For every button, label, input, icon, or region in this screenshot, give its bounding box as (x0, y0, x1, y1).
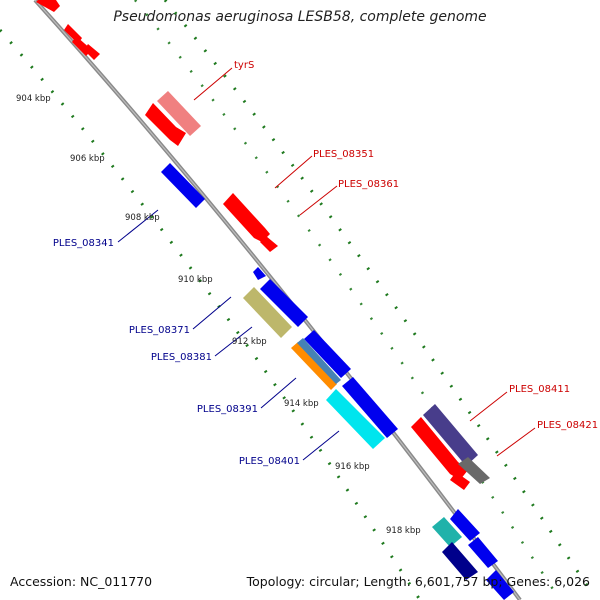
label-PLES_08371[interactable]: PLES_08371 (129, 325, 190, 336)
label-PLES_08351[interactable]: PLES_08351 (313, 149, 374, 160)
gene-red-near-tyrS[interactable] (145, 103, 186, 146)
gene-red-small[interactable] (450, 472, 470, 490)
map-title: Pseudomonas aeruginosa LESB58, complete … (113, 9, 487, 25)
tick-912: 912 kbp (232, 337, 267, 347)
label-PLES_08401[interactable]: PLES_08401 (239, 456, 300, 467)
gene-PLES_08371[interactable] (243, 287, 292, 338)
tick-916: 916 kbp (335, 462, 370, 472)
gene-labels: tyrS PLES_08351 PLES_08361 PLES_08411 PL… (53, 60, 598, 467)
outer-tick-ring (163, 0, 592, 591)
gene-navy[interactable] (442, 542, 478, 580)
mid-tick-ring (134, 0, 562, 600)
label-leader-lines (117, 67, 536, 461)
gene-PLES_08401[interactable] (326, 389, 385, 449)
topology-text: Topology: circular; Length: 6,601,757 bp… (246, 574, 590, 589)
label-PLES_08391[interactable]: PLES_08391 (197, 404, 258, 415)
tick-914: 914 kbp (284, 399, 319, 409)
reverse-genes (161, 163, 514, 600)
gene-PLES_08391[interactable] (297, 338, 341, 384)
gene-top-red-1[interactable] (36, 0, 60, 12)
gene-PLES_08341[interactable] (161, 163, 205, 208)
accession-text: Accession: NC_011770 (10, 574, 153, 589)
gene-PLES_08351[interactable] (223, 193, 270, 242)
label-PLES_08341[interactable]: PLES_08341 (53, 238, 114, 249)
gene-slate[interactable] (423, 404, 478, 466)
label-PLES_08421[interactable]: PLES_08421 (537, 420, 598, 431)
gene-PLES_08411[interactable] (411, 417, 468, 480)
gene-blue-bottom-3[interactable] (486, 570, 514, 600)
tick-918: 918 kbp (386, 526, 421, 536)
tick-908: 908 kbp (125, 213, 160, 223)
tick-910: 910 kbp (178, 275, 213, 285)
label-tyrS[interactable]: tyrS (234, 60, 254, 71)
gene-blue-small[interactable] (253, 267, 266, 280)
forward-genes (36, 0, 490, 490)
gene-blue-long-3[interactable] (342, 377, 398, 438)
scale-labels: 904 kbp 906 kbp 908 kbp 910 kbp 912 kbp … (16, 94, 421, 536)
label-PLES_08381[interactable]: PLES_08381 (151, 352, 212, 363)
gene-blue-bottom-1[interactable] (450, 509, 480, 541)
gene-blue-bottom-2[interactable] (468, 537, 498, 568)
tick-906: 906 kbp (70, 154, 105, 164)
gene-PLES_08361[interactable] (260, 236, 278, 252)
gene-tyrS[interactable] (157, 91, 201, 136)
label-PLES_08361[interactable]: PLES_08361 (338, 179, 399, 190)
gene-top-red-4[interactable] (84, 44, 100, 60)
gene-blue-long-2[interactable] (304, 330, 351, 378)
gene-PLES_08381[interactable] (291, 342, 337, 390)
gene-blue-long-1[interactable] (260, 279, 308, 327)
label-PLES_08411[interactable]: PLES_08411 (509, 384, 570, 395)
gene-PLES_08421[interactable] (458, 457, 490, 484)
gene-darkcyan[interactable] (432, 517, 462, 547)
tick-904: 904 kbp (16, 94, 51, 104)
